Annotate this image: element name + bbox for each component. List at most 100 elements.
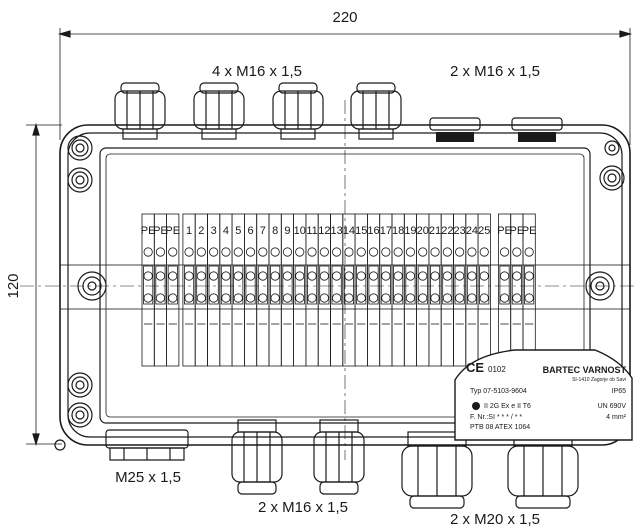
terminal-screw [168, 271, 178, 281]
terminal-rail-clip [196, 265, 207, 305]
terminal-screw [405, 293, 416, 303]
terminal-screw [442, 271, 452, 281]
terminal-screw [368, 271, 379, 281]
terminal-screw [442, 247, 452, 257]
terminal-screw [405, 271, 416, 281]
terminal-screw [221, 247, 231, 257]
terminal-screw [512, 247, 522, 257]
terminal-rail-clip [417, 265, 428, 305]
terminal-screw [418, 247, 428, 257]
height-dimension [26, 122, 62, 447]
terminal-num-14: 12 [317, 213, 331, 367]
terminal-label: PE [510, 225, 525, 237]
terminal-screw [393, 293, 403, 303]
terminal-screw [381, 247, 391, 257]
terminal-pe-left-2: PE [165, 213, 180, 367]
terminal-rail-clip [270, 265, 281, 305]
bottom-right-gland-label: 2 x M20 x 1,5 [450, 511, 540, 528]
terminal-label: 15 [355, 225, 367, 237]
terminal-screw [356, 293, 366, 303]
terminal-label: PE [497, 225, 512, 237]
terminal-screw [295, 271, 305, 281]
terminal-screw [155, 293, 166, 303]
terminal-screw [499, 247, 510, 257]
terminal-screw [184, 271, 194, 281]
terminal-screw [512, 271, 522, 281]
terminal-rail-clip [208, 265, 219, 305]
terminal-screw [184, 247, 194, 257]
notified-body-number: 0102 [488, 365, 506, 374]
terminal-screw [282, 271, 293, 281]
terminal-screw [512, 293, 522, 303]
terminal-label: 4 [223, 225, 229, 237]
terminal-screw [196, 271, 206, 281]
atex-certificate: PTB 08 ATEX 1064 [470, 424, 530, 431]
terminal-num-16: 14 [342, 213, 356, 367]
terminal-num-10: 8 [268, 213, 282, 367]
terminal-label: 10 [294, 225, 306, 237]
terminal-label: 1 [186, 225, 192, 237]
terminal-rail-clip [282, 265, 293, 305]
terminal-num-8: 6 [243, 213, 258, 367]
terminal-rail-clip [524, 265, 535, 305]
terminal-label: 14 [343, 225, 355, 237]
terminal-screw [467, 293, 477, 303]
terminal-rail-clip [442, 265, 453, 305]
terminal-label: 7 [260, 225, 266, 237]
terminal-num-12: 10 [293, 213, 307, 367]
terminal-label: 2 [198, 225, 204, 237]
terminal-screw [442, 293, 452, 303]
terminal-screw [393, 271, 403, 281]
terminal-rail-clip [319, 265, 330, 305]
terminal-num-24: 22 [440, 213, 454, 367]
terminal-screw [295, 247, 305, 257]
terminal-screw [155, 271, 166, 281]
terminal-screw [221, 271, 231, 281]
terminal-num-21: 19 [403, 213, 417, 367]
terminal-screw [245, 271, 256, 281]
serial-number: F. Nr.:SI * * * / * * [470, 414, 522, 421]
bottom-left-gland-label: M25 x 1,5 [115, 469, 181, 486]
terminal-screw [368, 247, 379, 257]
terminal-screw [430, 271, 440, 281]
terminal-rail-clip [511, 265, 522, 305]
terminal-screw [307, 271, 317, 281]
terminal-screw [479, 293, 489, 303]
terminal-screw [368, 293, 379, 303]
terminal-num-23: 21 [428, 213, 442, 367]
terminal-rail-clip [479, 265, 490, 305]
terminal-screw [143, 293, 153, 303]
terminal-screw [233, 293, 243, 303]
terminal-screw [332, 293, 342, 303]
terminal-screw [455, 247, 465, 257]
terminal-screw [393, 247, 403, 257]
terminal-screw [418, 293, 428, 303]
manufacturer-name: BARTEC VARNOST [543, 365, 627, 375]
terminal-rail-clip [245, 265, 256, 305]
terminal-rail-clip [220, 265, 232, 305]
terminal-screw [168, 247, 178, 257]
terminal-label: PE [522, 225, 537, 237]
terminal-num-25: 23 [453, 213, 467, 367]
terminal-screw [430, 293, 440, 303]
rated-voltage: UN 690V [598, 403, 627, 410]
terminal-screw [479, 247, 489, 257]
terminal-screw [381, 271, 391, 281]
type-number: Typ 07-5103-9604 [470, 388, 527, 395]
terminal-screw [221, 293, 231, 303]
terminal-num-4: 2 [194, 213, 208, 367]
terminal-screw [332, 247, 342, 257]
terminal-label: 22 [441, 225, 453, 237]
width-dimension-label: 220 [332, 9, 357, 26]
terminal-screw [319, 247, 329, 257]
terminal-rail-clip [429, 265, 441, 305]
terminal-screw [499, 293, 510, 303]
terminal-num-7: 5 [231, 213, 245, 367]
terminal-screw [307, 293, 317, 303]
terminal-screw [233, 247, 243, 257]
nameplate [454, 349, 633, 441]
terminal-screw [319, 271, 329, 281]
terminal-screw [258, 247, 268, 257]
terminal-rail-clip [368, 265, 379, 305]
